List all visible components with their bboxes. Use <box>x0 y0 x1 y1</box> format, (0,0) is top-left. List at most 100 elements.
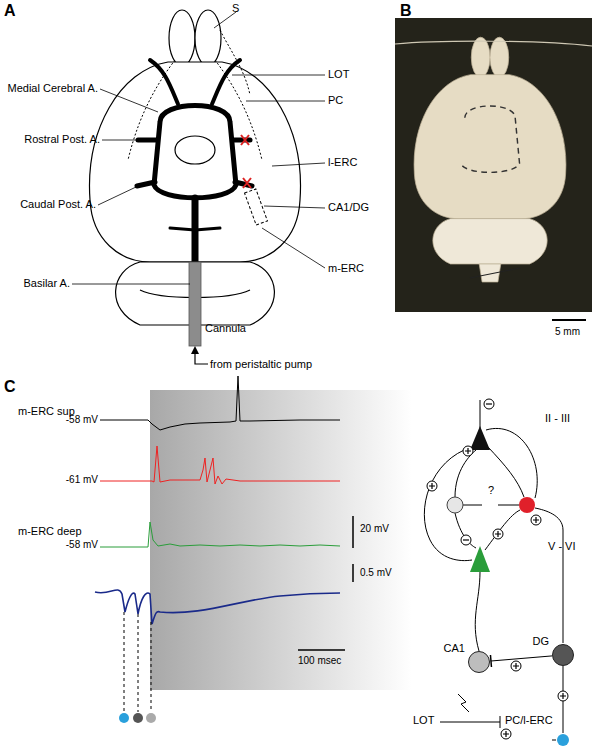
text-label: Cannula <box>205 322 246 334</box>
stim-dot <box>146 713 156 723</box>
wire <box>488 447 524 497</box>
wire <box>535 508 563 643</box>
dashed-marker <box>124 612 125 712</box>
text-label: from peristaltic pump <box>210 358 312 370</box>
leader-line <box>264 206 325 208</box>
artery-branch <box>170 228 220 230</box>
photo-bulb <box>471 37 490 77</box>
text-label: II - III <box>545 412 570 424</box>
cell-circle: DG <box>552 644 574 666</box>
wire <box>486 428 537 498</box>
photo-thread <box>395 41 592 46</box>
text-label: LOT <box>328 68 349 80</box>
inhibitory-sign <box>484 399 494 409</box>
text-label: Rostral Post. A. <box>24 133 100 145</box>
leader-lines <box>72 12 325 284</box>
panel-letter: A <box>4 2 16 20</box>
stimulus-shading <box>150 390 412 690</box>
trace-deep-red <box>100 446 340 484</box>
text-label: S <box>232 2 239 14</box>
trace-field <box>95 590 340 624</box>
excitatory-sign <box>511 661 521 671</box>
leader-line <box>214 12 236 28</box>
photo-background <box>395 18 592 312</box>
cell-label: DG <box>533 635 550 647</box>
text-label: -61 mV <box>66 474 98 485</box>
excitatory-sign <box>493 529 503 539</box>
circuit-wires <box>424 400 563 740</box>
medial-cerebral-artery <box>150 60 178 104</box>
scale-bar <box>352 564 354 582</box>
leader-line <box>246 101 325 102</box>
lot-connection <box>440 716 500 728</box>
text-label: Caudal Post. A. <box>20 198 96 210</box>
excitatory-sign <box>463 446 473 456</box>
leader-line <box>100 89 158 112</box>
wire <box>455 450 476 497</box>
text-label: 5 mm <box>555 326 580 337</box>
leader-line <box>262 228 325 268</box>
panel-letter: C <box>4 378 16 396</box>
text-label: -58 mV <box>66 539 98 550</box>
leader-line <box>98 187 136 205</box>
rostral-posterior-artery <box>138 138 157 143</box>
scale-bar <box>552 319 586 321</box>
scale-bar <box>298 649 345 651</box>
stim-markers <box>124 612 151 712</box>
inhibitory-sign <box>461 535 471 545</box>
olfactory-bulb <box>195 10 221 66</box>
recording-site-box <box>245 189 268 225</box>
photo-cerebellum <box>433 219 547 264</box>
wire <box>455 513 476 548</box>
text-label: V - VI <box>548 540 576 552</box>
wire <box>498 505 519 506</box>
wire <box>424 447 472 561</box>
leader-line <box>232 75 325 76</box>
text-label: Medial Cerebral A. <box>8 82 99 94</box>
leader-line <box>272 163 325 166</box>
excitatory-sign <box>501 729 511 739</box>
wire <box>552 740 556 741</box>
dashed-marker <box>138 614 139 712</box>
dashed-marker <box>151 622 152 712</box>
wire <box>463 505 482 506</box>
text-label: m-ERC <box>328 262 364 274</box>
trace-deep-green <box>100 522 340 547</box>
bar-head <box>490 655 492 667</box>
synaptic-connector <box>490 655 552 667</box>
photo-vessels <box>460 106 519 172</box>
wire <box>485 510 520 550</box>
excitatory-sign <box>427 481 437 491</box>
cell-label: CA1 <box>444 642 465 654</box>
text-label: 20 mV <box>360 523 389 534</box>
input-dot-blue <box>557 734 569 746</box>
caudal-posterior-artery <box>137 182 155 186</box>
stim-dot <box>119 713 129 723</box>
pyramidal-cell-deep <box>470 546 490 572</box>
arteries <box>137 60 252 295</box>
text-label: LOT <box>413 714 434 726</box>
excitatory-sign <box>531 515 541 525</box>
excitatory-sign <box>558 691 568 701</box>
text-label: Basilar A. <box>24 277 70 289</box>
apical-dendrite <box>480 400 481 428</box>
photo-brain <box>414 37 566 282</box>
text-label: m-ERC deep <box>18 525 82 537</box>
text-label: 100 msec <box>298 655 341 666</box>
interneuron-grey <box>447 497 463 513</box>
stim-dot <box>133 713 143 723</box>
leader-line <box>72 284 190 285</box>
cannula-bar <box>189 262 201 346</box>
panel-letter: B <box>400 2 412 20</box>
chiasm-outline <box>175 136 215 164</box>
synapse-signs <box>427 399 568 739</box>
ligature-x <box>243 178 251 188</box>
connector-line <box>491 656 552 661</box>
text-label: PC/l-ERC <box>505 714 553 726</box>
text-label: ? <box>488 484 494 496</box>
ligature-x <box>241 135 249 145</box>
photo-bulb <box>490 37 509 77</box>
stimulus-bolt <box>458 694 469 712</box>
